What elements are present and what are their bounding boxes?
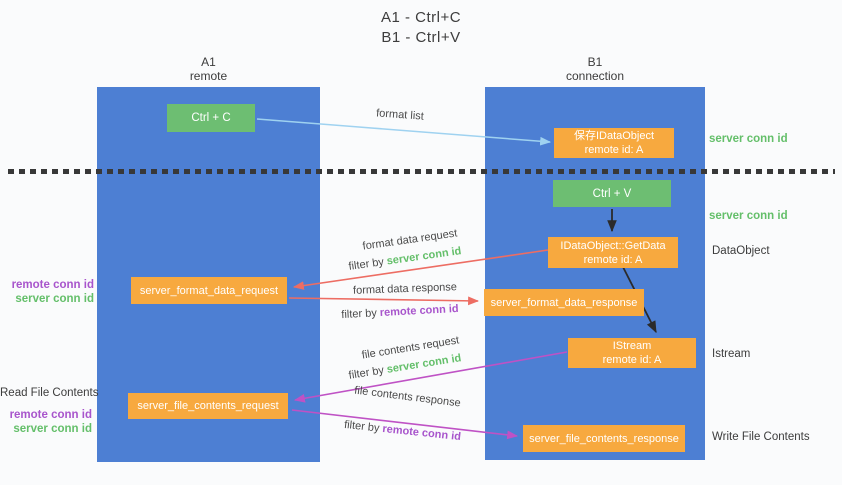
save-dataobject-node[interactable]: 保存IDataObject remote id: A xyxy=(554,128,674,158)
getdata-line2: remote id: A xyxy=(583,253,643,266)
istream-line2: remote id: A xyxy=(602,354,662,366)
server-conn-id-label-1: server conn id xyxy=(15,292,94,305)
format-data-request-arrow xyxy=(292,249,549,290)
dotted-separator-line xyxy=(8,169,835,174)
title-line-1: A1 - Ctrl+C xyxy=(380,9,462,26)
server-conn-id-label-2: server conn id xyxy=(13,422,92,435)
server-file-contents-response-label: server_file_contents_response xyxy=(529,432,679,445)
file-contents-request-arrow xyxy=(293,351,568,403)
write-file-contents-label: Write File Contents xyxy=(712,431,810,443)
filter-by-text-2: filter by xyxy=(341,307,381,322)
ctrl-v-node[interactable]: Ctrl + V xyxy=(553,180,671,207)
diagram-title: A1 - Ctrl+C B1 - Ctrl+V xyxy=(0,8,842,48)
istream-line1: IStream xyxy=(612,340,652,352)
format-list-arrow xyxy=(256,118,552,146)
server-conn-id-label-mid-right: server conn id xyxy=(709,210,788,222)
save-dataobject-line1: 保存IDataObject xyxy=(573,130,655,142)
lane-header-a1: A1 remote xyxy=(97,55,320,83)
server-format-data-request-label: server_format_data_request xyxy=(139,284,279,297)
ctrl-c-node[interactable]: Ctrl + C xyxy=(167,104,255,132)
remote-conn-id-label-1: remote conn id xyxy=(11,279,94,291)
dataobject-label: DataObject xyxy=(712,245,770,257)
lane-b1-name: B1 xyxy=(587,55,603,69)
remote-conn-id-label-2: remote conn id xyxy=(9,409,92,421)
getdata-node[interactable]: IDataObject::GetData remote id: A xyxy=(548,237,678,268)
left-conn-id-labels-format: remote conn id server conn id xyxy=(0,279,94,306)
left-conn-id-labels-file: remote conn id server conn id xyxy=(0,409,92,436)
lane-b1-role: connection xyxy=(565,69,625,83)
format-data-response-arrow xyxy=(288,296,480,306)
server-file-contents-request-label: server_file_contents_request xyxy=(137,400,279,412)
server-format-data-request-node[interactable]: server_format_data_request xyxy=(131,277,287,304)
ctrl-v-label: Ctrl + V xyxy=(592,187,632,200)
server-file-contents-request-node[interactable]: server_file_contents_request xyxy=(128,393,288,419)
save-dataobject-line2: remote id: A xyxy=(584,144,644,156)
getdata-line1: IDataObject::GetData xyxy=(560,239,666,252)
lane-a1-name: A1 xyxy=(201,55,216,69)
server-file-contents-response-node[interactable]: server_file_contents_response xyxy=(523,425,685,452)
server-format-data-response-node[interactable]: server_format_data_response xyxy=(484,289,644,316)
server-conn-id-label-top-right: server conn id xyxy=(709,133,788,145)
title-line-2: B1 - Ctrl+V xyxy=(381,29,461,46)
server-format-data-response-label: server_format_data_response xyxy=(490,296,638,309)
lane-a1-role: remote xyxy=(189,69,228,83)
istream-side-label: Istream xyxy=(712,348,751,360)
lane-header-b1: B1 connection xyxy=(485,55,705,83)
read-file-contents-label: Read File Contents xyxy=(0,387,99,399)
file-contents-response-arrow xyxy=(291,409,519,440)
ctrl-c-label: Ctrl + C xyxy=(191,112,231,124)
istream-node[interactable]: IStream remote id: A xyxy=(568,338,696,368)
